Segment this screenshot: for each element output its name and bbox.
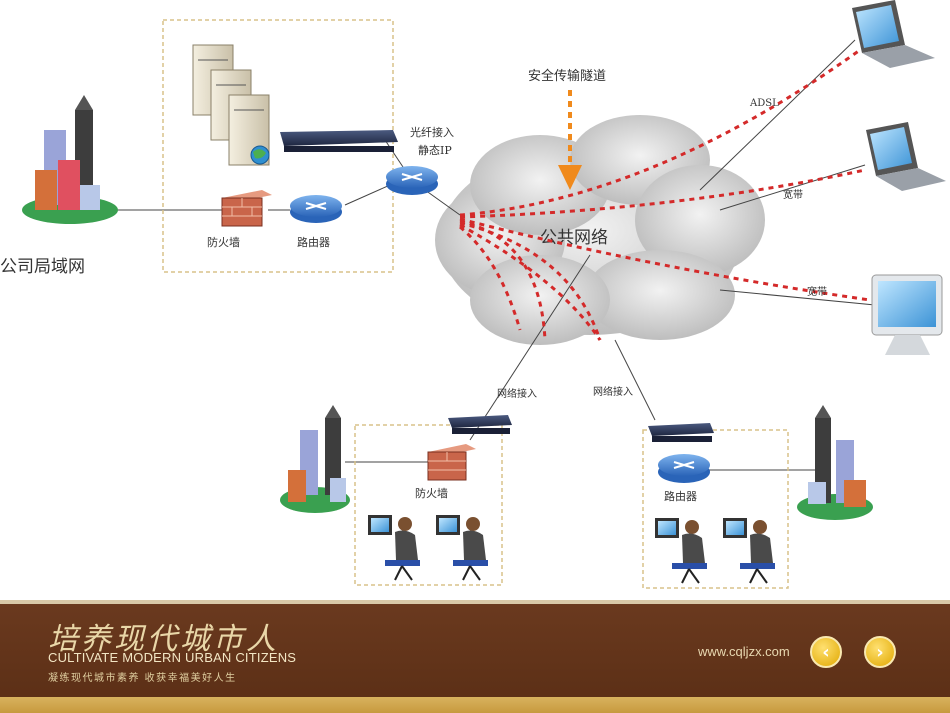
public-network-cloud — [435, 115, 765, 345]
footer-banner: 培养现代城市人 CULTIVATE MODERN URBAN CITIZENS … — [0, 600, 950, 713]
switch-left-icon — [448, 415, 512, 434]
branch-building-right-icon — [797, 405, 873, 520]
label-firewall-top: 防火墙 — [207, 235, 240, 249]
brand-slogan-en: CULTIVATE MODERN URBAN CITIZENS — [48, 650, 297, 665]
laptop-broadband-icon — [866, 122, 946, 191]
brand-slogan-cn: 培养现代城市人 — [48, 622, 279, 657]
footer-gold-band — [0, 697, 950, 713]
corporate-building-icon — [22, 95, 118, 224]
switch-right-icon — [648, 423, 714, 442]
website-url[interactable]: www.cqljzx.com — [698, 644, 790, 659]
router-right-icon — [658, 454, 710, 483]
workstation-left-1-icon — [368, 515, 420, 581]
switch-icon — [280, 130, 398, 152]
chevron-left-icon: ‹ — [822, 641, 830, 663]
label-tunnel: 安全传输隧道 — [528, 68, 606, 84]
label-net-access-right: 网络接入 — [593, 385, 633, 398]
label-router-top: 路由器 — [297, 235, 330, 249]
branch-left-box — [354, 424, 503, 586]
label-adsl: ADSL — [749, 98, 779, 109]
label-fiber-line2: 静态IP — [418, 143, 452, 157]
brand-subtitle: 凝练现代城市素养 收获幸福美好人生 — [48, 673, 237, 684]
workstation-left-2-icon — [436, 515, 488, 581]
router-icon — [290, 195, 342, 223]
prev-slide-button[interactable]: ‹ — [810, 636, 842, 668]
link-lines — [115, 39, 876, 471]
firewall-icon — [221, 190, 272, 227]
label-internet: 公共网络 — [540, 228, 608, 248]
label-firewall-bottom: 防火墙 — [415, 486, 448, 500]
firewall-left-icon — [427, 444, 476, 481]
tunnel-arrow-icon — [558, 90, 582, 190]
chevron-right-icon: › — [876, 641, 884, 663]
secure-tunnels — [459, 48, 871, 341]
network-diagram: 公共网络 安全传输隧道 — [0, 0, 946, 589]
workstation-right-2-icon — [723, 518, 775, 584]
fiber-router-icon — [386, 166, 438, 195]
next-slide-button[interactable]: › — [864, 636, 896, 668]
hq-network-box — [162, 19, 394, 273]
workstation-right-1-icon — [655, 518, 707, 584]
label-router-bottom: 路由器 — [664, 489, 697, 503]
label-broadband1: 宽带 — [783, 188, 803, 201]
server-cluster-icon — [192, 44, 270, 166]
desktop-monitor-icon — [871, 274, 943, 355]
branch-right-box — [642, 429, 789, 589]
laptop-adsl-icon — [852, 0, 935, 68]
label-fiber-line1: 光纤接入 — [410, 125, 454, 139]
label-corp-lan: 公司局域网 — [0, 257, 85, 277]
label-broadband2: 宽带 — [807, 285, 827, 298]
label-net-access-left: 网络接入 — [497, 387, 537, 400]
branch-building-left-icon — [280, 405, 350, 513]
footer-divider — [0, 600, 950, 604]
